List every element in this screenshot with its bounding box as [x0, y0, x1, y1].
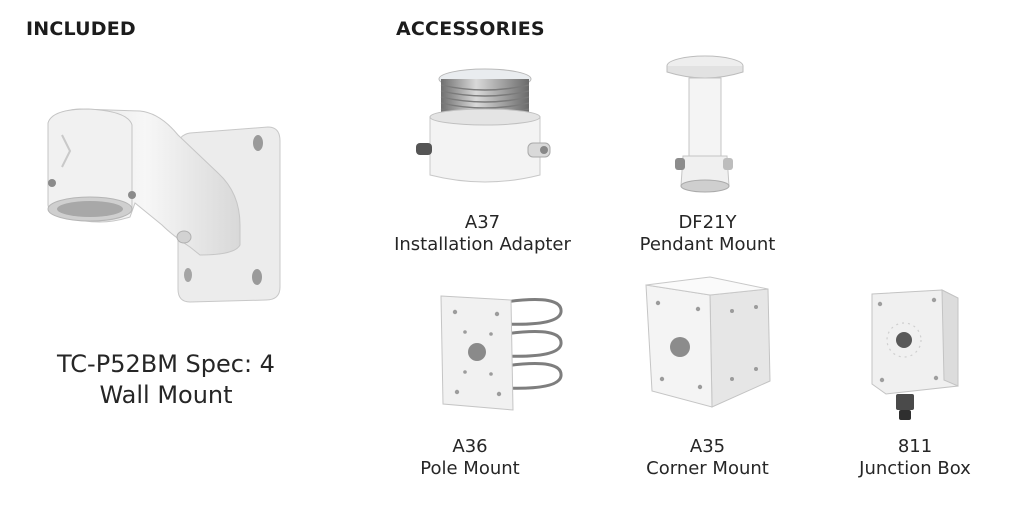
811-caption: 811 Junction Box [840, 436, 990, 479]
a36-caption: A36 Pole Mount [400, 436, 540, 479]
pole-mount-image [440, 295, 563, 411]
df21y-code: DF21Y [678, 212, 737, 233]
a36-name: Pole Mount [420, 457, 520, 479]
product-a36 [435, 290, 570, 415]
pendant-mount-image [666, 55, 744, 193]
a35-caption: A35 Corner Mount [625, 436, 790, 479]
wall-mount-caption: TC-P52BM Spec: 4 Wall Mount [16, 349, 316, 411]
included-name: Wall Mount [99, 381, 233, 410]
included-code: TC-P52BM Spec: 4 [57, 350, 275, 378]
included-heading: INCLUDED [26, 18, 136, 40]
a36-code: A36 [452, 436, 488, 457]
811-code: 811 [897, 436, 933, 457]
a35-name: Corner Mount [646, 457, 769, 479]
df21y-caption: DF21Y Pendant Mount [620, 212, 795, 255]
811-name: Junction Box [859, 457, 971, 479]
junction-box-image [871, 289, 959, 420]
a37-name: Installation Adapter [394, 233, 571, 255]
installation-adapter-image [416, 68, 551, 183]
a35-code: A35 [689, 436, 726, 457]
product-a37 [410, 65, 560, 205]
wall-mount-bracket-image [47, 108, 281, 303]
product-a35 [640, 275, 775, 415]
product-wall-mount [40, 95, 290, 310]
a37-caption: A37 Installation Adapter [370, 212, 595, 255]
df21y-name: Pendant Mount [639, 233, 776, 255]
product-df21y [665, 50, 745, 200]
accessories-heading: ACCESSORIES [396, 18, 545, 40]
a37-code: A37 [464, 212, 501, 233]
corner-mount-image [645, 276, 771, 408]
product-811 [862, 286, 967, 426]
